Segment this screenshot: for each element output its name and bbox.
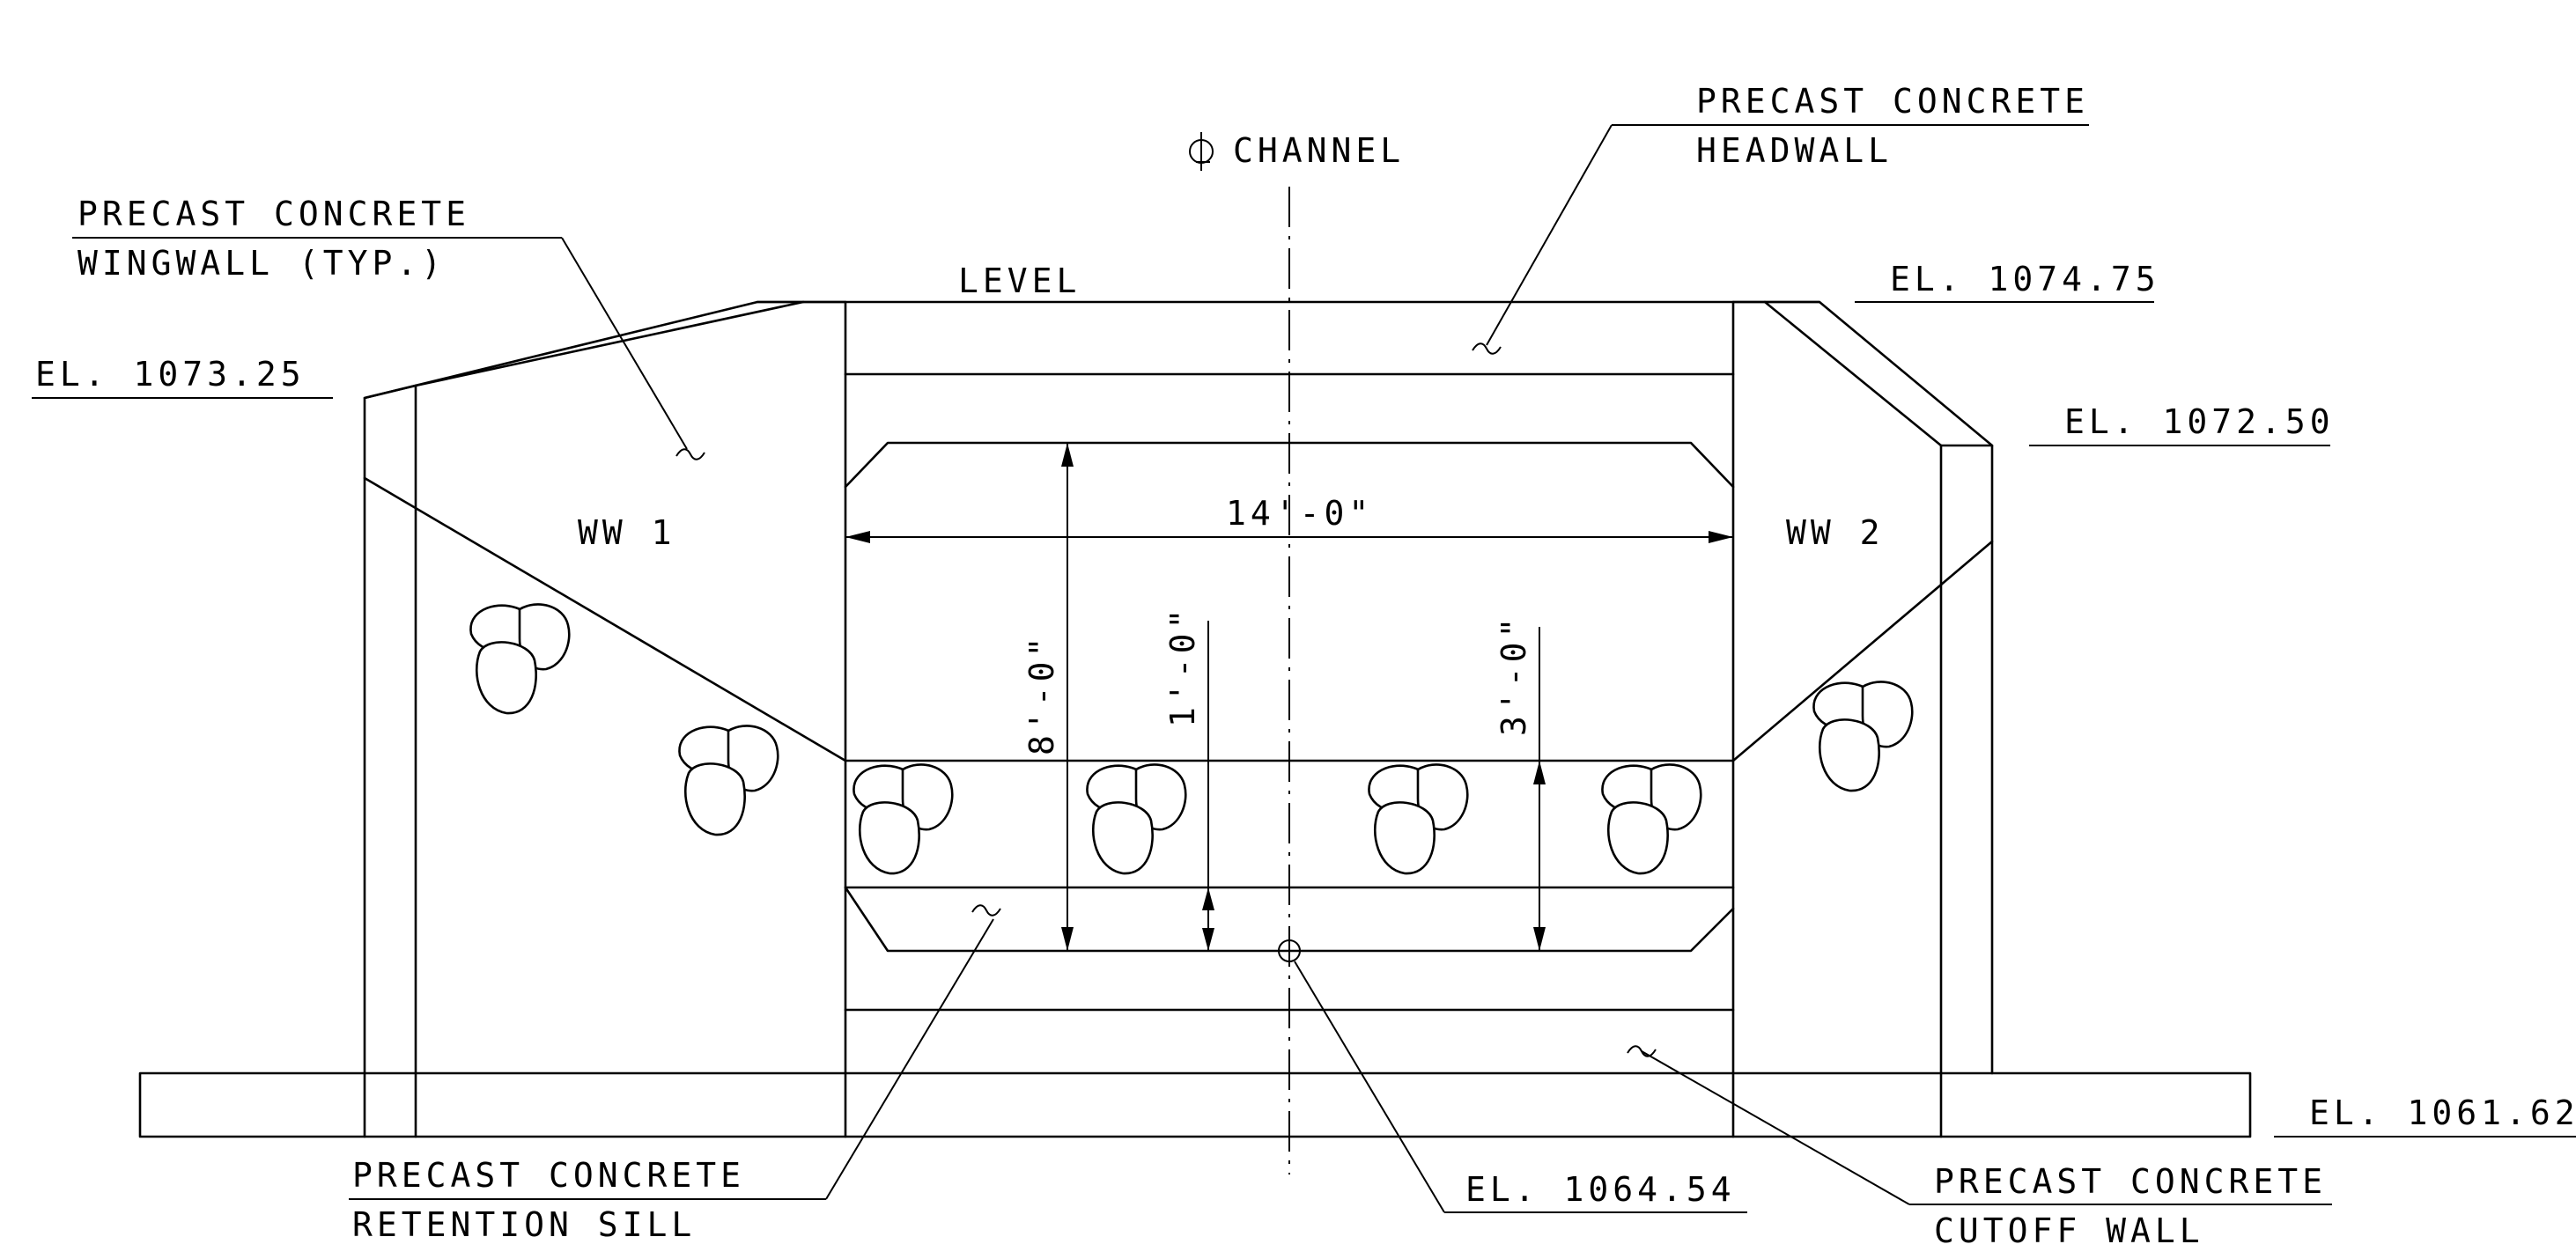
- dimension-height: 8'-0": [1022, 443, 1074, 951]
- rock-cluster: [469, 603, 571, 715]
- dimension-sill: 1'-0": [1163, 605, 1214, 951]
- rock-cluster: [1368, 763, 1469, 875]
- ww1-label: WW 1: [578, 513, 676, 552]
- wingwall-label-line2: WINGWALL (TYP.): [78, 244, 446, 283]
- rock-cluster: [1812, 681, 1914, 792]
- elevation-base-right: EL. 1061.62: [2274, 1093, 2576, 1138]
- channel-label-text: CHANNEL: [1233, 131, 1405, 170]
- footing: [138, 1071, 2252, 1138]
- cutoff-wall-label-line1: PRECAST CONCRETE: [1934, 1162, 2327, 1201]
- retention-sill-label-line1: PRECAST CONCRETE: [352, 1156, 745, 1195]
- channel-label: CHANNEL: [1189, 131, 1405, 171]
- elevation-right-wing: EL. 1072.50: [2029, 402, 2335, 446]
- dimension-height-label: 8'-0": [1022, 633, 1061, 755]
- dimension-sill-label: 1'-0": [1163, 605, 1202, 727]
- callout-cutoff-wall: PRECAST CONCRETE CUTOFF WALL: [1627, 1045, 2332, 1250]
- elevation-top-left: EL. 1073.25: [32, 355, 333, 399]
- rock-cluster: [1601, 763, 1702, 875]
- retention-sill-label-line2: RETENTION SILL: [352, 1205, 696, 1244]
- level-label: LEVEL: [958, 261, 1081, 300]
- rock-cluster: [1086, 763, 1187, 875]
- callout-invert: EL. 1064.54: [1294, 961, 1747, 1213]
- headwall-label-line2: HEADWALL: [1696, 131, 1893, 170]
- elevation-top-right-label: EL. 1074.75: [1890, 260, 2160, 298]
- cutoff-wall-label-line2: CUTOFF WALL: [1934, 1211, 2204, 1250]
- callout-headwall: PRECAST CONCRETE HEADWALL: [1472, 82, 2089, 355]
- dimension-fill-label: 3'-0": [1495, 614, 1533, 736]
- callout-retention-sill: PRECAST CONCRETE RETENTION SILL: [349, 904, 1001, 1244]
- elevation-top-left-label: EL. 1073.25: [35, 355, 306, 394]
- wingwall-label-line1: PRECAST CONCRETE: [78, 195, 470, 233]
- rock-cluster: [678, 725, 779, 836]
- dimension-fill: 3'-0": [1495, 614, 1546, 951]
- rock-cluster: [853, 763, 954, 875]
- riprap-rocks: [469, 603, 1914, 875]
- dimension-width-label: 14'-0": [1226, 494, 1373, 533]
- dimension-width: 14'-0": [845, 494, 1733, 543]
- callout-wingwall: PRECAST CONCRETE WINGWALL (TYP.): [72, 195, 705, 460]
- elevation-base-right-label: EL. 1061.62: [2309, 1093, 2576, 1132]
- ww2-label: WW 2: [1786, 513, 1885, 552]
- invert-marker: [1278, 939, 1301, 962]
- elevation-right-wing-label: EL. 1072.50: [2064, 402, 2335, 441]
- wingwall-ww1: [363, 300, 847, 1138]
- elevation-top-right: EL. 1074.75: [1855, 260, 2160, 303]
- centerline-symbol: [1189, 132, 1214, 171]
- headwall-label-line1: PRECAST CONCRETE: [1696, 82, 2089, 121]
- invert-elevation-label: EL. 1064.54: [1465, 1170, 1736, 1209]
